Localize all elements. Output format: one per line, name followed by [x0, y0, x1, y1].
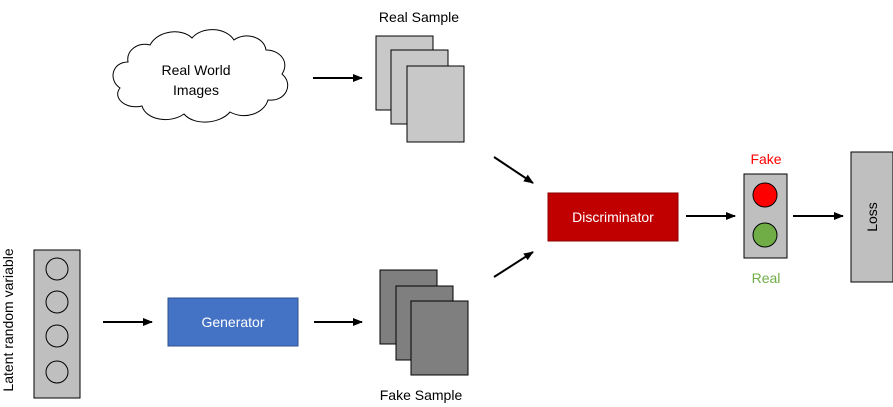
latent-node-3	[45, 324, 69, 348]
latent-node-2	[45, 290, 69, 314]
cloud-label-line2: Images	[173, 82, 219, 98]
fake-light	[752, 182, 778, 208]
traffic-light: Fake Real	[743, 151, 788, 286]
real-label: Real	[752, 270, 781, 286]
loss-label: Loss	[864, 202, 880, 232]
fake-sample-stack: Fake Sample	[379, 269, 469, 403]
arrow-real-to-discriminator	[493, 156, 534, 184]
fake-label: Fake	[750, 151, 781, 167]
fake-sample-label: Fake Sample	[380, 387, 463, 403]
discriminator-box	[547, 192, 679, 242]
generator-block: Generator	[167, 297, 299, 347]
real-sample-label: Real Sample	[379, 9, 459, 25]
latent-label: Latent random variable	[0, 248, 16, 391]
real-light	[752, 222, 778, 248]
fake-sample-card-3	[410, 300, 469, 376]
latent-variable-panel: Latent random variable	[0, 248, 81, 399]
discriminator-label: Discriminator	[572, 209, 654, 225]
generator-box	[167, 297, 299, 347]
generator-label: Generator	[201, 314, 264, 330]
arrow-fake-to-discriminator	[493, 251, 534, 278]
cloud-shape	[112, 29, 289, 123]
latent-node-4	[45, 360, 69, 384]
discriminator-block: Discriminator	[547, 192, 679, 242]
cloud-label-line1: Real World	[162, 62, 231, 78]
real-sample-stack: Real Sample	[375, 9, 465, 143]
loss-block: Loss	[850, 151, 893, 283]
real-sample-card-3	[406, 65, 465, 143]
loss-box	[850, 151, 893, 283]
real-world-images-cloud: Real World Images	[112, 29, 289, 123]
latent-node-1	[45, 257, 69, 281]
